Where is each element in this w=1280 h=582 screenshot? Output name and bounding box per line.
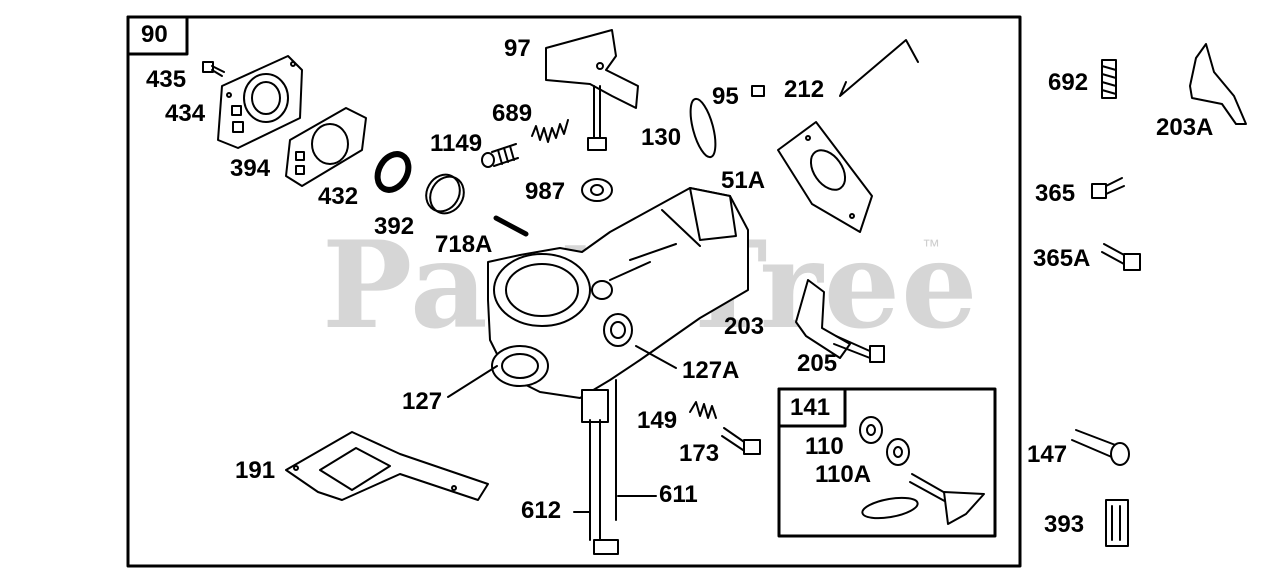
callout-203A: 203A [1156, 114, 1214, 141]
callout-127A: 127A [682, 357, 740, 384]
callout-51A: 51A [721, 167, 766, 194]
part-393-jet [1105, 499, 1129, 547]
callout-365: 365 [1035, 180, 1076, 207]
callout-130: 130 [641, 124, 682, 151]
part-392-ring [425, 173, 465, 215]
callout-191: 191 [235, 457, 276, 484]
sub-frame [777, 387, 997, 538]
callout-127: 127 [402, 388, 443, 415]
callout-432: 432 [318, 183, 359, 210]
part-1149-screw [481, 143, 519, 168]
part-434-plate [217, 55, 303, 149]
part-149-spring [689, 401, 717, 419]
part-130-plate [689, 97, 717, 159]
callout-392: 392 [374, 213, 415, 240]
callout-205: 205 [797, 350, 838, 377]
callout-718A: 718A [435, 231, 493, 258]
part-95-screw [751, 85, 765, 97]
callout-689: 689 [492, 100, 533, 127]
callout-435: 435 [146, 66, 187, 93]
part-205-screw [833, 335, 885, 363]
callout-987: 987 [525, 178, 566, 205]
callout-612: 612 [521, 497, 562, 524]
part-689-spring [531, 119, 569, 143]
main-frame-number-box [126, 15, 189, 56]
sub-box-number: 141 [790, 394, 831, 421]
part-365A-screw [1101, 243, 1141, 271]
part-110-washer [859, 416, 883, 444]
part-718A-pin [493, 215, 529, 237]
part-choke-shaft [861, 473, 985, 525]
part-191-gasket [285, 431, 489, 501]
callout-393: 393 [1044, 511, 1085, 538]
callout-173: 173 [679, 440, 720, 467]
callout-1149: 1149 [430, 130, 483, 157]
part-435-screw [202, 61, 225, 77]
part-432-oring [374, 151, 412, 193]
main-box-number: 90 [141, 21, 168, 48]
callout-611: 611 [659, 481, 698, 508]
part-203A-bracket [1189, 43, 1247, 125]
callout-365A: 365A [1033, 245, 1091, 272]
part-394-gasket [285, 107, 367, 187]
leader-lines [447, 345, 677, 513]
part-147-screw [1071, 429, 1130, 466]
callout-95: 95 [712, 83, 739, 110]
callout-149: 149 [637, 407, 678, 434]
carburetor-body [487, 187, 749, 555]
callout-203: 203 [724, 313, 765, 340]
part-212-rod [839, 39, 919, 97]
part-365-screw [1091, 177, 1125, 199]
part-692-spring [1101, 59, 1117, 99]
part-51A-gasket [777, 121, 873, 233]
callout-394: 394 [230, 155, 271, 182]
part-110A-washer [886, 438, 910, 466]
callout-110: 110 [805, 433, 844, 460]
part-987-seal [581, 178, 613, 202]
callout-97: 97 [504, 35, 531, 62]
main-frame [126, 15, 1022, 568]
part-97-lever [545, 29, 639, 151]
sub-frame-number-box [777, 387, 847, 428]
part-173-screw [721, 427, 761, 455]
callout-434: 434 [165, 100, 206, 127]
callout-212: 212 [784, 76, 825, 103]
callout-147: 147 [1027, 441, 1068, 468]
callout-110A: 110A [815, 461, 872, 488]
trademark-symbol: ™ [922, 236, 940, 256]
callout-692: 692 [1048, 69, 1089, 96]
